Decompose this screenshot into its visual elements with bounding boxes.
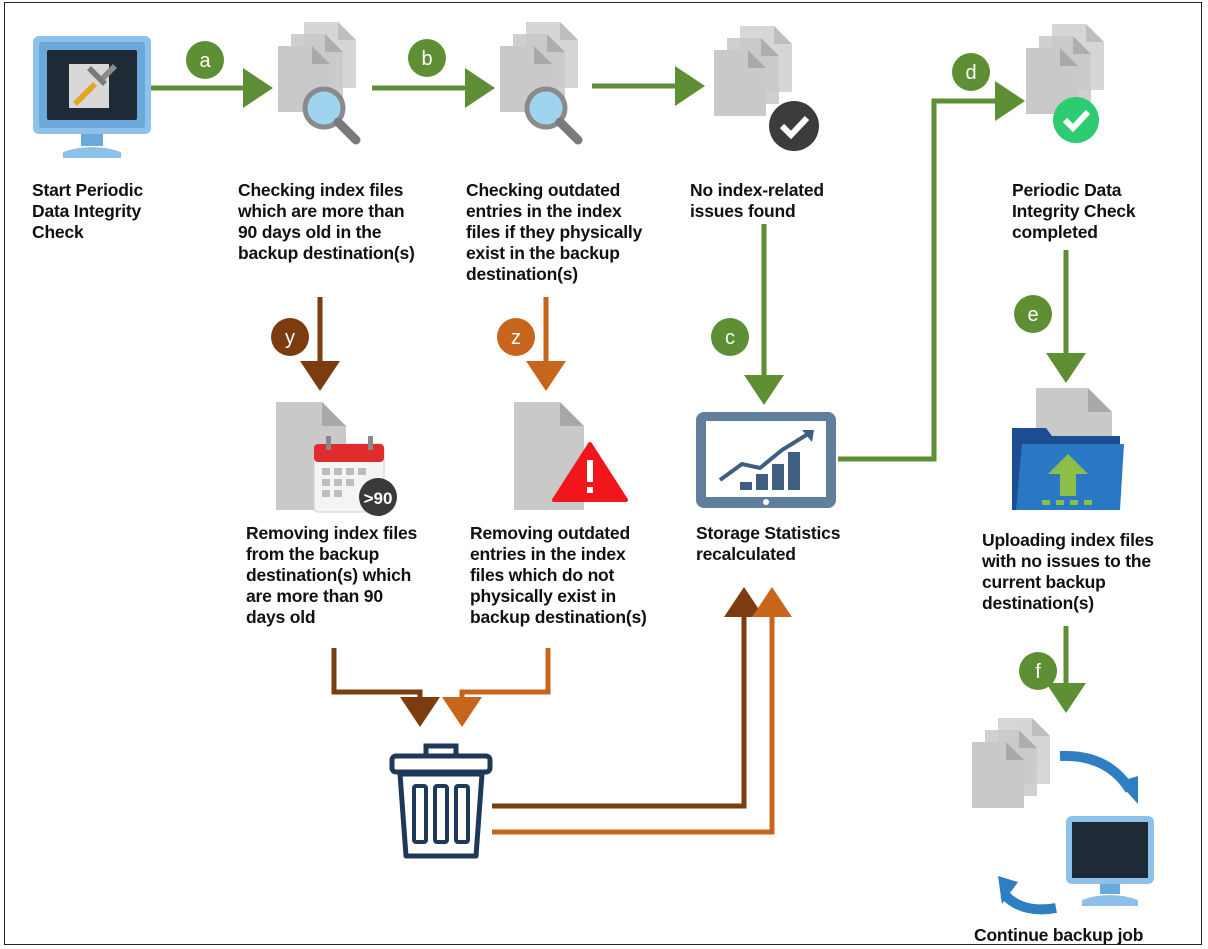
svg-text:z: z bbox=[511, 327, 521, 349]
svg-text:d: d bbox=[965, 62, 976, 84]
step-marker-f: f bbox=[1019, 652, 1057, 690]
step-marker-e: e bbox=[1014, 295, 1052, 333]
svg-text:f: f bbox=[1035, 661, 1041, 683]
svg-text:e: e bbox=[1027, 304, 1038, 326]
step-marker-c: c bbox=[711, 318, 749, 356]
svg-text:a: a bbox=[199, 50, 211, 72]
documents-magnifier-icon bbox=[500, 22, 583, 145]
label-continue-backup-job: Continue backup job bbox=[974, 925, 1144, 945]
documents-computer-sync-icon bbox=[972, 718, 1154, 915]
trash-can-icon bbox=[389, 743, 493, 859]
label-checking-old-index-files: Checking index files which are more than… bbox=[238, 180, 415, 263]
arrow-trash-to-storage-orange bbox=[492, 587, 792, 835]
label-check-completed: Periodic Data Integrity Check completed bbox=[1012, 180, 1136, 242]
documents-checkmark-icon bbox=[714, 26, 819, 151]
label-storage-statistics: Storage Statistics recalculated bbox=[696, 523, 841, 564]
documents-magnifier-icon bbox=[278, 22, 361, 145]
folder-upload-icon bbox=[1012, 388, 1124, 510]
document-warning-icon bbox=[514, 402, 628, 510]
label-uploading-index-files: Uploading index files with no issues to … bbox=[982, 530, 1154, 613]
arrow-trash-to-storage-brown bbox=[492, 587, 764, 809]
label-checking-outdated-entries: Checking outdated entries in the index f… bbox=[466, 180, 643, 284]
age-badge: >90 bbox=[364, 489, 393, 508]
svg-text:c: c bbox=[725, 327, 735, 349]
svg-text:y: y bbox=[285, 327, 295, 349]
arrow-remove-outdated-to-trash bbox=[442, 648, 551, 727]
diagram-frame bbox=[4, 2, 1202, 945]
label-no-issues-found: No index-related issues found bbox=[690, 180, 824, 221]
label-start-periodic-check: Start Periodic Data Integrity Check bbox=[32, 180, 143, 242]
arrow-d bbox=[838, 81, 1025, 462]
monitor-tools-icon bbox=[33, 36, 151, 158]
step-marker-y: y bbox=[271, 318, 309, 356]
label-removing-old-index-files: Removing index files from the backup des… bbox=[246, 523, 418, 627]
svg-text:b: b bbox=[421, 48, 432, 70]
arrow-remove-old-to-trash bbox=[331, 648, 440, 727]
step-marker-a: a bbox=[186, 41, 224, 79]
step-marker-b: b bbox=[408, 39, 446, 77]
documents-green-check-icon bbox=[1026, 24, 1104, 143]
step-marker-z: z bbox=[497, 318, 535, 356]
label-removing-outdated-entries: Removing outdated entries in the index f… bbox=[470, 523, 647, 627]
monitor-chart-icon bbox=[696, 412, 836, 508]
document-calendar-icon: >90 bbox=[276, 402, 397, 516]
step-marker-d: d bbox=[952, 53, 990, 91]
